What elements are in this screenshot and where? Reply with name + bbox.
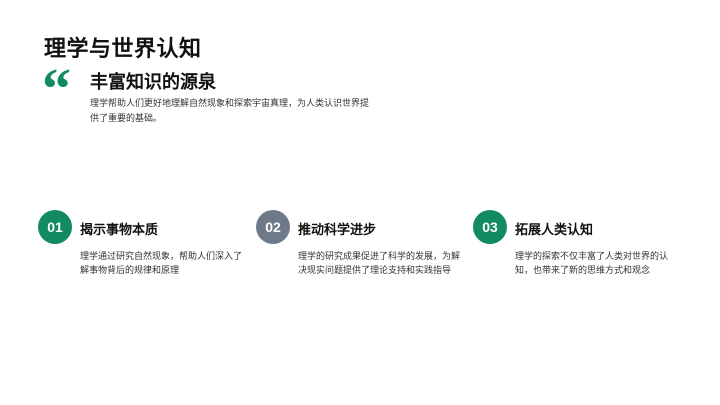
card-title: 揭示事物本质 <box>80 223 159 238</box>
card-description: 理学通过研究自然现象，帮助人们深入了解事物背后的规律和原理 <box>80 252 243 276</box>
card-description: 理学的研究成果促进了科学的发展，为解决现实问题提供了理论支持和实践指导 <box>298 252 461 276</box>
quote-icon: “ <box>42 56 71 121</box>
number-badge: 01 <box>38 210 72 244</box>
intro-text: 理学帮助人们更好地理解自然现象和探索宇宙真理，为人类认识世界提供了重要的基础。 <box>90 99 370 124</box>
number-badge: 02 <box>256 210 290 244</box>
page-title: 理学与世界认知 <box>44 37 202 62</box>
section-subtitle: 丰富知识的源泉 <box>90 72 216 93</box>
card-description: 理学的探索不仅丰富了人类对世界的认知，也带来了新的思维方式和观念 <box>515 252 669 276</box>
card-title: 推动科学进步 <box>298 223 377 238</box>
number-badge: 03 <box>473 210 507 244</box>
card-title: 拓展人类认知 <box>515 223 594 238</box>
